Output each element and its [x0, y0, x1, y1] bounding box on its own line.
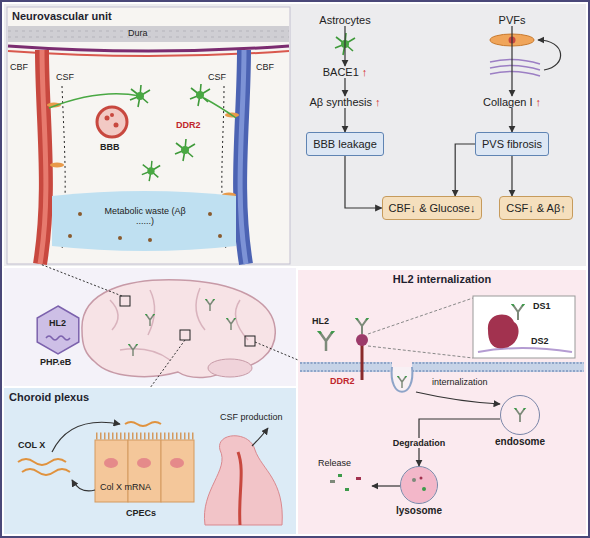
node-text: BACE1	[323, 66, 359, 78]
part-label: HL2	[312, 316, 329, 326]
flow-arrow	[511, 26, 512, 96]
flow-arrow	[345, 156, 382, 208]
node-text: endosome	[495, 436, 545, 447]
choroid-plexus	[4, 388, 296, 534]
node-text: Astrocytes	[319, 14, 370, 26]
process-box: PVS fibrosis	[475, 132, 549, 156]
node-text: ↑	[536, 96, 542, 108]
process-box: BBB leakage	[306, 132, 384, 156]
node-text: HL2 internalization	[298, 270, 586, 288]
flow-arrow	[344, 78, 345, 96]
node-text: Aβ synthesis	[309, 96, 372, 108]
node-text: DS1	[533, 301, 551, 311]
node-text: lysosome	[396, 505, 442, 516]
outcome-box: CBF↓ & Glucose↓	[382, 196, 483, 220]
flow-arrow	[344, 26, 345, 66]
node-text: Choroid plexus	[4, 388, 296, 406]
part-label: CBF	[10, 62, 28, 72]
part-label: CSF	[208, 72, 226, 82]
bbb-capillary	[97, 107, 127, 137]
part-label: PHP.eB	[40, 357, 71, 367]
node-text: DS2	[531, 336, 549, 346]
flow-arrow	[455, 144, 475, 196]
protein-label: Collagen I↑	[481, 96, 543, 108]
node-text: BBB leakage	[313, 138, 377, 150]
flow-arrow	[344, 108, 345, 132]
brain-view	[4, 264, 298, 388]
part-label: Dura	[128, 28, 148, 38]
process-label: Aβ synthesis↑	[307, 96, 382, 108]
part-label: CSF	[56, 72, 74, 82]
part-label: CSF production	[220, 412, 283, 422]
part-label: BBB	[100, 142, 120, 152]
node-text: PVS fibrosis	[482, 138, 542, 150]
node-text: ↑	[375, 96, 381, 108]
edge-label: Degradation	[391, 438, 448, 448]
part-label: CBF	[256, 62, 274, 72]
waste-band	[52, 191, 236, 251]
part-label: internalization	[432, 377, 488, 387]
part-label: COL X	[18, 440, 45, 450]
vesicle-circle: endosome	[500, 395, 540, 435]
node-text: Collagen I	[483, 96, 533, 108]
astrocytes	[49, 84, 236, 181]
node-text: CSF↓ & Aβ↑	[506, 202, 566, 214]
part-label: Col X mRNA	[100, 482, 151, 492]
node-text: ↑	[362, 66, 368, 78]
internalization-scene	[298, 270, 586, 534]
inset-box: DS1DS2	[473, 296, 575, 358]
flow-arrow	[511, 108, 512, 132]
part-label: DDR2	[176, 120, 201, 130]
vesicle-circle: lysosome	[400, 466, 438, 504]
vessels	[40, 50, 246, 264]
part-label: Release	[318, 458, 351, 468]
flow-icons	[335, 33, 561, 76]
cell-label: PVFs	[497, 14, 528, 26]
protein-label: BACE1↑	[321, 66, 370, 78]
part-label: DDR2	[330, 376, 355, 386]
part-label: CPECs	[126, 508, 156, 518]
node-text: Neurovascular unit	[7, 7, 290, 25]
panel: HL2 internalizationDS1DS2endosomelysosom…	[298, 270, 586, 534]
outcome-box: CSF↓ & Aβ↑	[499, 196, 573, 220]
node-text: PVFs	[499, 14, 526, 26]
node-text: CBF↓ & Glucose↓	[389, 202, 476, 214]
part-label: Metabolic waste (Aβ ......)	[95, 206, 195, 226]
cell-label: Astrocytes	[317, 14, 372, 26]
flow-arrow	[511, 156, 512, 196]
part-label: HL2	[49, 318, 66, 328]
